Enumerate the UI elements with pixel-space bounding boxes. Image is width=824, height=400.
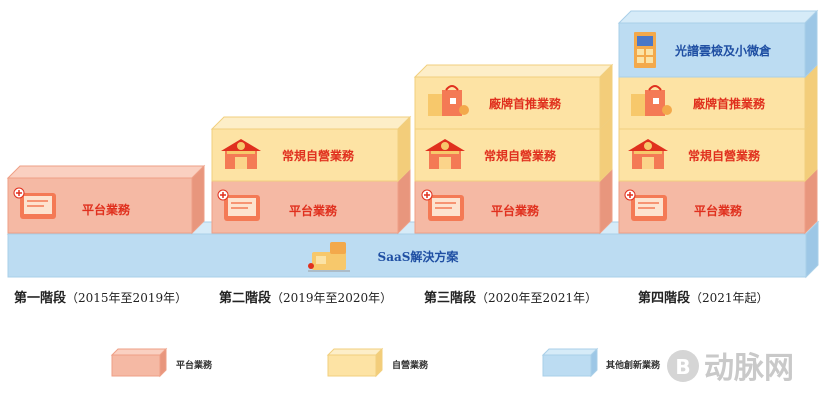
platform-block-stage-1: 平台業務 xyxy=(6,164,206,235)
svg-text:B: B xyxy=(675,355,690,379)
svg-text:第二階段（2019年至2020年）: 第二階段（2019年至2020年） xyxy=(219,290,392,306)
watermark-text: 动脉网 xyxy=(704,351,794,386)
platform-icon xyxy=(624,189,667,221)
legend-item-self-operated: 自營業務 xyxy=(326,347,429,378)
stage-caption-4: 第四階段（2021年起） xyxy=(638,290,769,306)
self-operated-label: 常規自營業務 xyxy=(688,148,761,163)
platform-label: 平台業務 xyxy=(694,203,743,218)
brand-block-stage-3: 廠牌首推業務 xyxy=(413,63,614,131)
self-operated-label: 常規自營業務 xyxy=(484,148,557,163)
platform-icon xyxy=(13,187,56,219)
platform-label: 平台業務 xyxy=(491,203,540,218)
stage-period: （2019年至2020年） xyxy=(271,291,392,305)
legend-label: 平台業務 xyxy=(176,359,213,371)
shopping-bags-icon xyxy=(428,85,469,116)
platform-block-stage-4: 平台業務 xyxy=(618,167,818,235)
legend-item-platform: 平台業務 xyxy=(110,347,213,378)
platform-label: 平台業務 xyxy=(82,202,131,217)
saas-label: SaaS解決方案 xyxy=(378,249,460,264)
svg-text:第一階段（2015年至2019年）: 第一階段（2015年至2019年） xyxy=(14,290,187,306)
saas-icon xyxy=(308,242,350,272)
watermark: B 动脉网 xyxy=(667,350,794,386)
saas-block: SaaS解決方案 xyxy=(6,220,820,279)
legend: 平台業務 自營業務 其他創新業務 xyxy=(110,347,661,378)
stage-period: （2021年起） xyxy=(690,291,769,305)
stage-title: 第一階段 xyxy=(14,290,66,306)
stage-caption-1: 第一階段（2015年至2019年） xyxy=(14,290,187,306)
platform-icon xyxy=(217,189,260,221)
legend-label: 其他創新業務 xyxy=(606,359,661,371)
shopping-bags-icon xyxy=(631,85,672,116)
platform-icon xyxy=(421,189,464,221)
legend-item-innovation: 其他創新業務 xyxy=(541,347,661,378)
platform-label: 平台業務 xyxy=(289,203,338,218)
stage-period: （2015年至2019年） xyxy=(66,291,187,305)
store-icon xyxy=(221,139,261,169)
store-icon xyxy=(628,139,668,169)
self-operated-block-stage-2: 常規自營業務 xyxy=(210,115,412,183)
platform-block-stage-3: 平台業務 xyxy=(414,167,613,235)
stage-title: 第二階段 xyxy=(219,290,271,306)
self-operated-block-stage-4: 常規自營業務 xyxy=(618,115,818,183)
brand-label: 廠牌首推業務 xyxy=(693,96,766,111)
stage-period: （2020年至2021年） xyxy=(476,291,597,305)
svg-text:第三階段（2020年至2021年）: 第三階段（2020年至2021年） xyxy=(424,290,597,306)
store-icon xyxy=(425,139,465,169)
svg-text:第四階段（2021年起）: 第四階段（2021年起） xyxy=(638,290,769,306)
watermark-logo-icon: B xyxy=(667,350,699,382)
brand-block-stage-4: 廠牌首推業務 xyxy=(618,63,818,131)
brand-label: 廠牌首推業務 xyxy=(489,96,562,111)
warehouse-cabinet-icon xyxy=(634,32,656,68)
stage-title: 第四階段 xyxy=(638,290,690,306)
warehouse-label: 光譜雲檢及小微倉 xyxy=(674,43,772,58)
stage-caption-3: 第三階段（2020年至2021年） xyxy=(424,290,597,306)
warehouse-block-stage-4: 光譜雲檢及小微倉 xyxy=(617,9,819,79)
stage-caption-2: 第二階段（2019年至2020年） xyxy=(219,290,392,306)
self-operated-label: 常規自營業務 xyxy=(282,148,355,163)
stage-title: 第三階段 xyxy=(424,290,476,306)
legend-label: 自營業務 xyxy=(392,359,429,371)
